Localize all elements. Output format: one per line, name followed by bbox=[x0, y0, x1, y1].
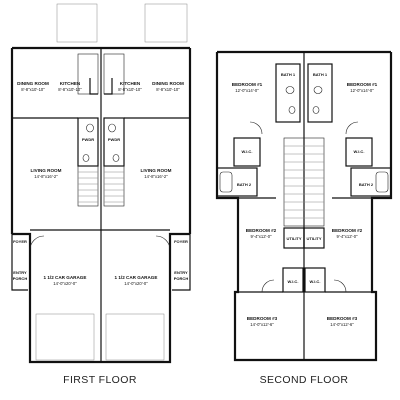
room-label: PORCH bbox=[13, 276, 28, 281]
room-dimension: 14'-0"x12'-6" bbox=[330, 322, 354, 327]
rear-patio-right bbox=[144, 3, 188, 43]
room-label: BATH 2 bbox=[237, 182, 252, 187]
room-label: BEDROOM #3 bbox=[327, 316, 358, 321]
room-label: FOYER bbox=[13, 239, 27, 244]
wic-right bbox=[345, 137, 373, 167]
room-label: KITCHEN bbox=[120, 81, 141, 86]
toilet-icon bbox=[82, 154, 90, 162]
kitchen-counter-right bbox=[103, 53, 125, 95]
sink-icon bbox=[285, 86, 295, 94]
door-swing bbox=[249, 121, 359, 293]
sink-icon bbox=[86, 123, 94, 133]
sink-icon bbox=[313, 86, 323, 94]
bathtub-icon bbox=[375, 171, 389, 193]
room-label: FOYER bbox=[174, 239, 188, 244]
door-swing bbox=[29, 235, 171, 251]
room-dimension: 9'-4"x12'-0" bbox=[250, 234, 272, 239]
room-dimension: 14'-8"x16'-2" bbox=[34, 174, 58, 179]
wic-left bbox=[233, 137, 261, 167]
utility-right bbox=[303, 227, 325, 249]
room-label: W.I.C. bbox=[242, 149, 253, 154]
room-label: W.I.C. bbox=[354, 149, 365, 154]
exterior-wall-front bbox=[12, 232, 190, 364]
room-label: 1 1/2 CAR GARAGE bbox=[115, 275, 158, 280]
room-dimension: 14'-0"x20'-0" bbox=[53, 281, 77, 286]
room-label: BEDROOM #1 bbox=[232, 82, 263, 87]
bath-2-right bbox=[350, 167, 392, 197]
second-floor-caption: SECOND FLOOR bbox=[259, 374, 349, 386]
first-floor-plan: DINING ROOM 8'-8"x10'-10" KITCHEN 8'-8"x… bbox=[10, 3, 192, 364]
room-label: PORCH bbox=[174, 276, 189, 281]
rear-patio-left bbox=[56, 3, 98, 43]
room-label: KITCHEN bbox=[60, 81, 81, 86]
room-dimension: 9'-4"x12'-0" bbox=[336, 234, 358, 239]
stair-left bbox=[77, 165, 99, 207]
garage-door-right bbox=[105, 313, 165, 361]
room-label: BATH 2 bbox=[359, 182, 374, 187]
room-label: BEDROOM #1 bbox=[347, 82, 378, 87]
room-label: W.I.C. bbox=[288, 279, 299, 284]
room-dimension: 8'-8"x10'-10" bbox=[21, 87, 45, 92]
bath-2-left bbox=[216, 167, 258, 197]
room-label: DINING ROOM bbox=[17, 81, 49, 86]
bath-1-left bbox=[275, 63, 301, 123]
stair-treads bbox=[78, 171, 124, 203]
room-label: ENTRY bbox=[174, 270, 188, 275]
room-label: ENTRY bbox=[13, 270, 27, 275]
room-label: W.I.C. bbox=[310, 279, 321, 284]
room-label: LIVING ROOM bbox=[141, 168, 172, 173]
kitchen-peninsula bbox=[89, 78, 113, 95]
small-wic-left bbox=[282, 267, 304, 293]
bath-1-right bbox=[307, 63, 333, 123]
room-dimension: 8'-8"x10'-10" bbox=[58, 87, 82, 92]
room-label: PWDR bbox=[108, 137, 120, 142]
room-label: BATH 1 bbox=[313, 72, 328, 77]
room-label: DINING ROOM bbox=[152, 81, 184, 86]
toilet-icon bbox=[288, 106, 296, 114]
room-dimension: 12'-0"x14'-0" bbox=[235, 88, 259, 93]
room-dimension: 8'-8"x10'-10" bbox=[156, 87, 180, 92]
room-label: UTILITY bbox=[306, 236, 321, 241]
bathtub-icon bbox=[219, 171, 233, 193]
stair-right bbox=[103, 165, 125, 207]
stair-treads bbox=[284, 145, 324, 219]
second-floor-plan: BEDROOM #1 12'-0"x14'-0" BEDROOM #1 12'-… bbox=[215, 50, 393, 362]
room-label: LIVING ROOM bbox=[31, 168, 62, 173]
toilet-icon bbox=[312, 106, 320, 114]
room-label: 1 1/2 CAR GARAGE bbox=[44, 275, 87, 280]
garage-door-left bbox=[35, 313, 95, 361]
central-stair bbox=[283, 137, 325, 227]
room-dimension: 8'-8"x10'-10" bbox=[118, 87, 142, 92]
room-label: BEDROOM #3 bbox=[247, 316, 278, 321]
sink-icon bbox=[108, 123, 116, 133]
small-wic-right bbox=[304, 267, 326, 293]
interior-wall bbox=[238, 197, 372, 293]
room-label: BEDROOM #2 bbox=[332, 228, 363, 233]
room-dimension: 14'-0"x12'-6" bbox=[250, 322, 274, 327]
room-dimension: 14'-0"x20'-0" bbox=[124, 281, 148, 286]
room-dimension: 14'-8"x16'-2" bbox=[144, 174, 168, 179]
room-label: PWDR bbox=[82, 137, 94, 142]
room-dimension: 12'-0"x14'-0" bbox=[350, 88, 374, 93]
kitchen-counter-left bbox=[77, 53, 99, 95]
room-label: UTILITY bbox=[286, 236, 301, 241]
toilet-icon bbox=[112, 154, 120, 162]
room-label: BEDROOM #2 bbox=[246, 228, 277, 233]
room-label: BATH 1 bbox=[281, 72, 296, 77]
entry-porch-outline bbox=[11, 234, 191, 291]
first-floor-caption: FIRST FLOOR bbox=[63, 374, 137, 386]
